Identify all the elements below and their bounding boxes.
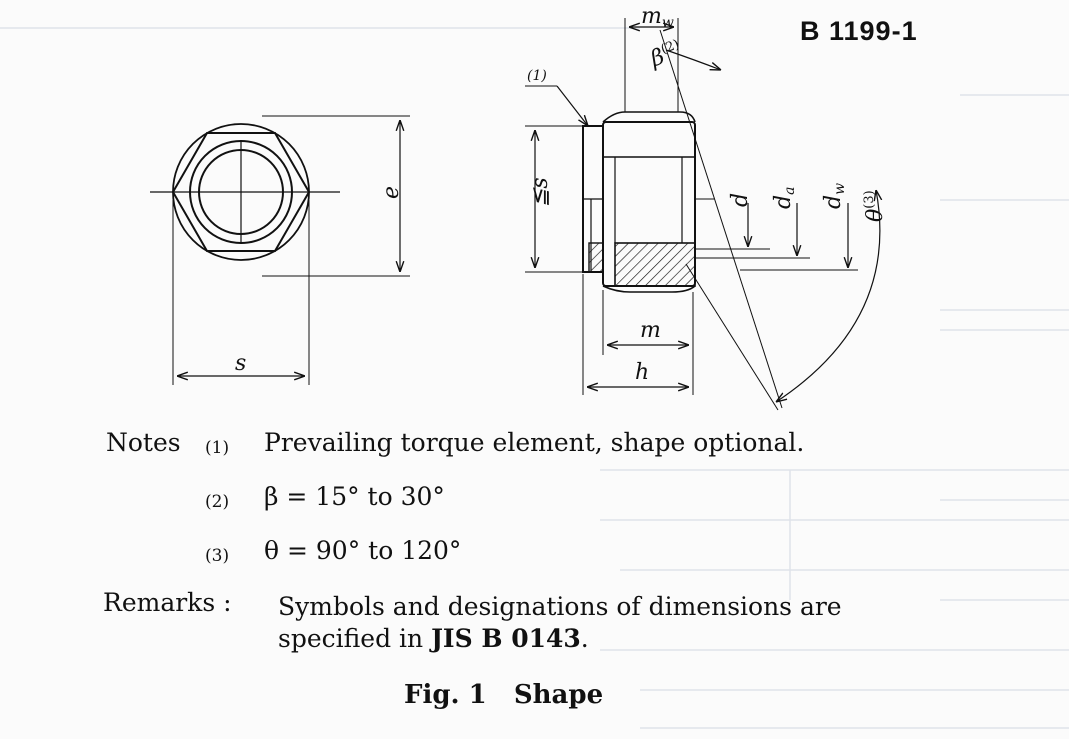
- note-text-2: β = 15° to 30°: [264, 482, 445, 511]
- note-text-1: Prevailing torque element, shape optiona…: [264, 428, 805, 457]
- figure-caption: Fig. 1 Shape: [404, 680, 603, 710]
- note-marker-2: (2): [205, 492, 230, 512]
- note-marker-1: (1): [205, 438, 230, 458]
- label-s-side: ≦s: [528, 177, 553, 207]
- hatched-insert: [614, 242, 696, 287]
- note-marker-3: (3): [205, 546, 230, 566]
- label-m: m: [640, 318, 661, 343]
- note-row-1: Notes: [106, 428, 181, 457]
- label-mw: mw: [641, 4, 674, 31]
- remarks-heading: Remarks :: [103, 588, 232, 617]
- label-note1-ref: (1): [527, 68, 547, 84]
- figure-title: Shape: [513, 680, 604, 710]
- label-dw: dw: [821, 183, 848, 209]
- label-theta: θ(3): [862, 190, 888, 222]
- nut-shape-drawing: e s ≦s (1) mw β(2) d da dw θ(3) m h: [150, 4, 888, 411]
- remarks-line-1: Symbols and designations of dimensions a…: [278, 592, 842, 621]
- figure-number: Fig. 1: [404, 680, 487, 710]
- document-code: B 1199-1: [800, 16, 918, 46]
- label-d: d: [728, 193, 753, 207]
- front-view: [150, 115, 410, 385]
- remarks-line-2: specified in JIS B 0143.: [278, 624, 589, 653]
- note-text-3: θ = 90° to 120°: [264, 536, 462, 565]
- label-e: e: [379, 186, 404, 199]
- label-h: h: [635, 360, 649, 385]
- notes-heading: Notes: [106, 428, 181, 457]
- label-da: da: [771, 187, 798, 209]
- side-view: [525, 18, 880, 411]
- label-s-front: s: [235, 351, 246, 376]
- standard-reference: JIS B 0143: [431, 624, 581, 653]
